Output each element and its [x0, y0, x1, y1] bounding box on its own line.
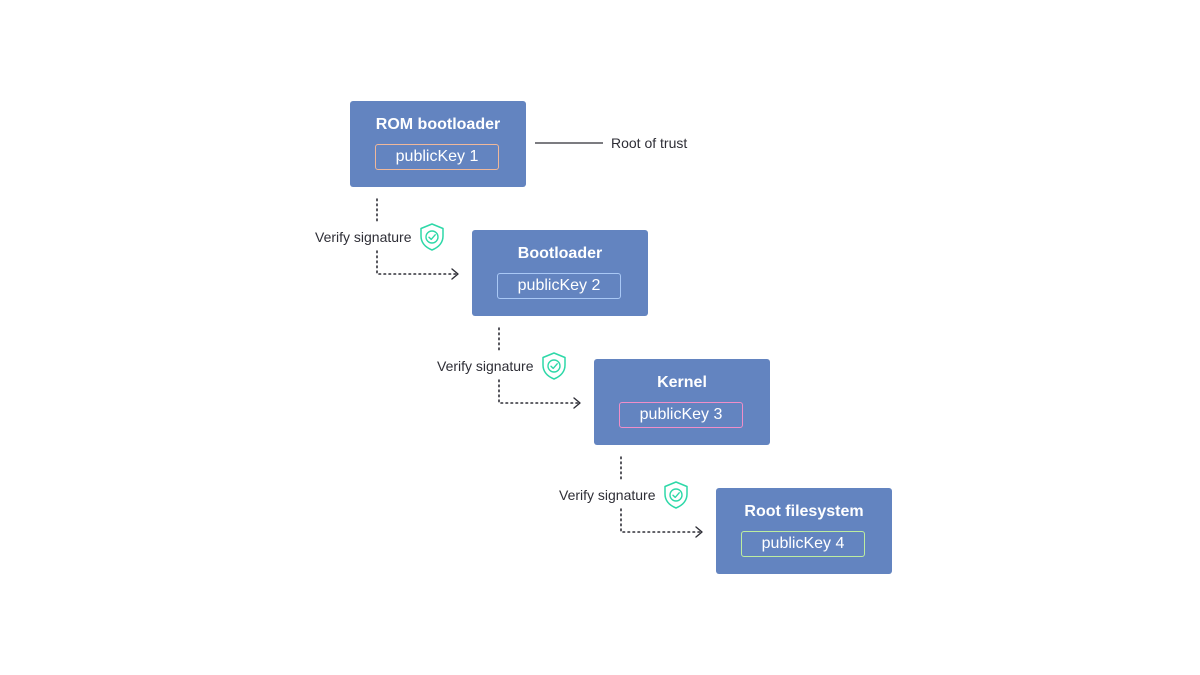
stage-title: Bootloader: [517, 245, 603, 262]
stage-title: Root filesystem: [744, 503, 864, 520]
public-key-box: publicKey 2: [497, 273, 621, 299]
public-key-box: publicKey 3: [619, 402, 743, 428]
shield-check-icon: [664, 481, 688, 509]
stage-title: Kernel: [657, 374, 707, 391]
connector-3: [620, 456, 703, 538]
shield-check-icon: [420, 223, 444, 251]
stage-bootloader: Bootloader publicKey 2: [472, 230, 648, 316]
public-key-box: publicKey 1: [375, 144, 499, 170]
public-key-box: publicKey 4: [741, 531, 865, 557]
stage-title: ROM bootloader: [375, 116, 501, 133]
stage-rom-bootloader: ROM bootloader publicKey 1: [350, 101, 526, 187]
root-of-trust-label: Root of trust: [611, 135, 688, 151]
shield-check-icon: [542, 352, 566, 380]
connector-2: [498, 327, 581, 409]
stage-root-filesystem: Root filesystem publicKey 4: [716, 488, 892, 574]
verify-signature-label: Verify signature: [437, 358, 534, 374]
verify-signature-label: Verify signature: [315, 229, 412, 245]
connector-1: [376, 198, 459, 280]
stage-kernel: Kernel publicKey 3: [594, 359, 770, 445]
verify-signature-label: Verify signature: [559, 487, 656, 503]
